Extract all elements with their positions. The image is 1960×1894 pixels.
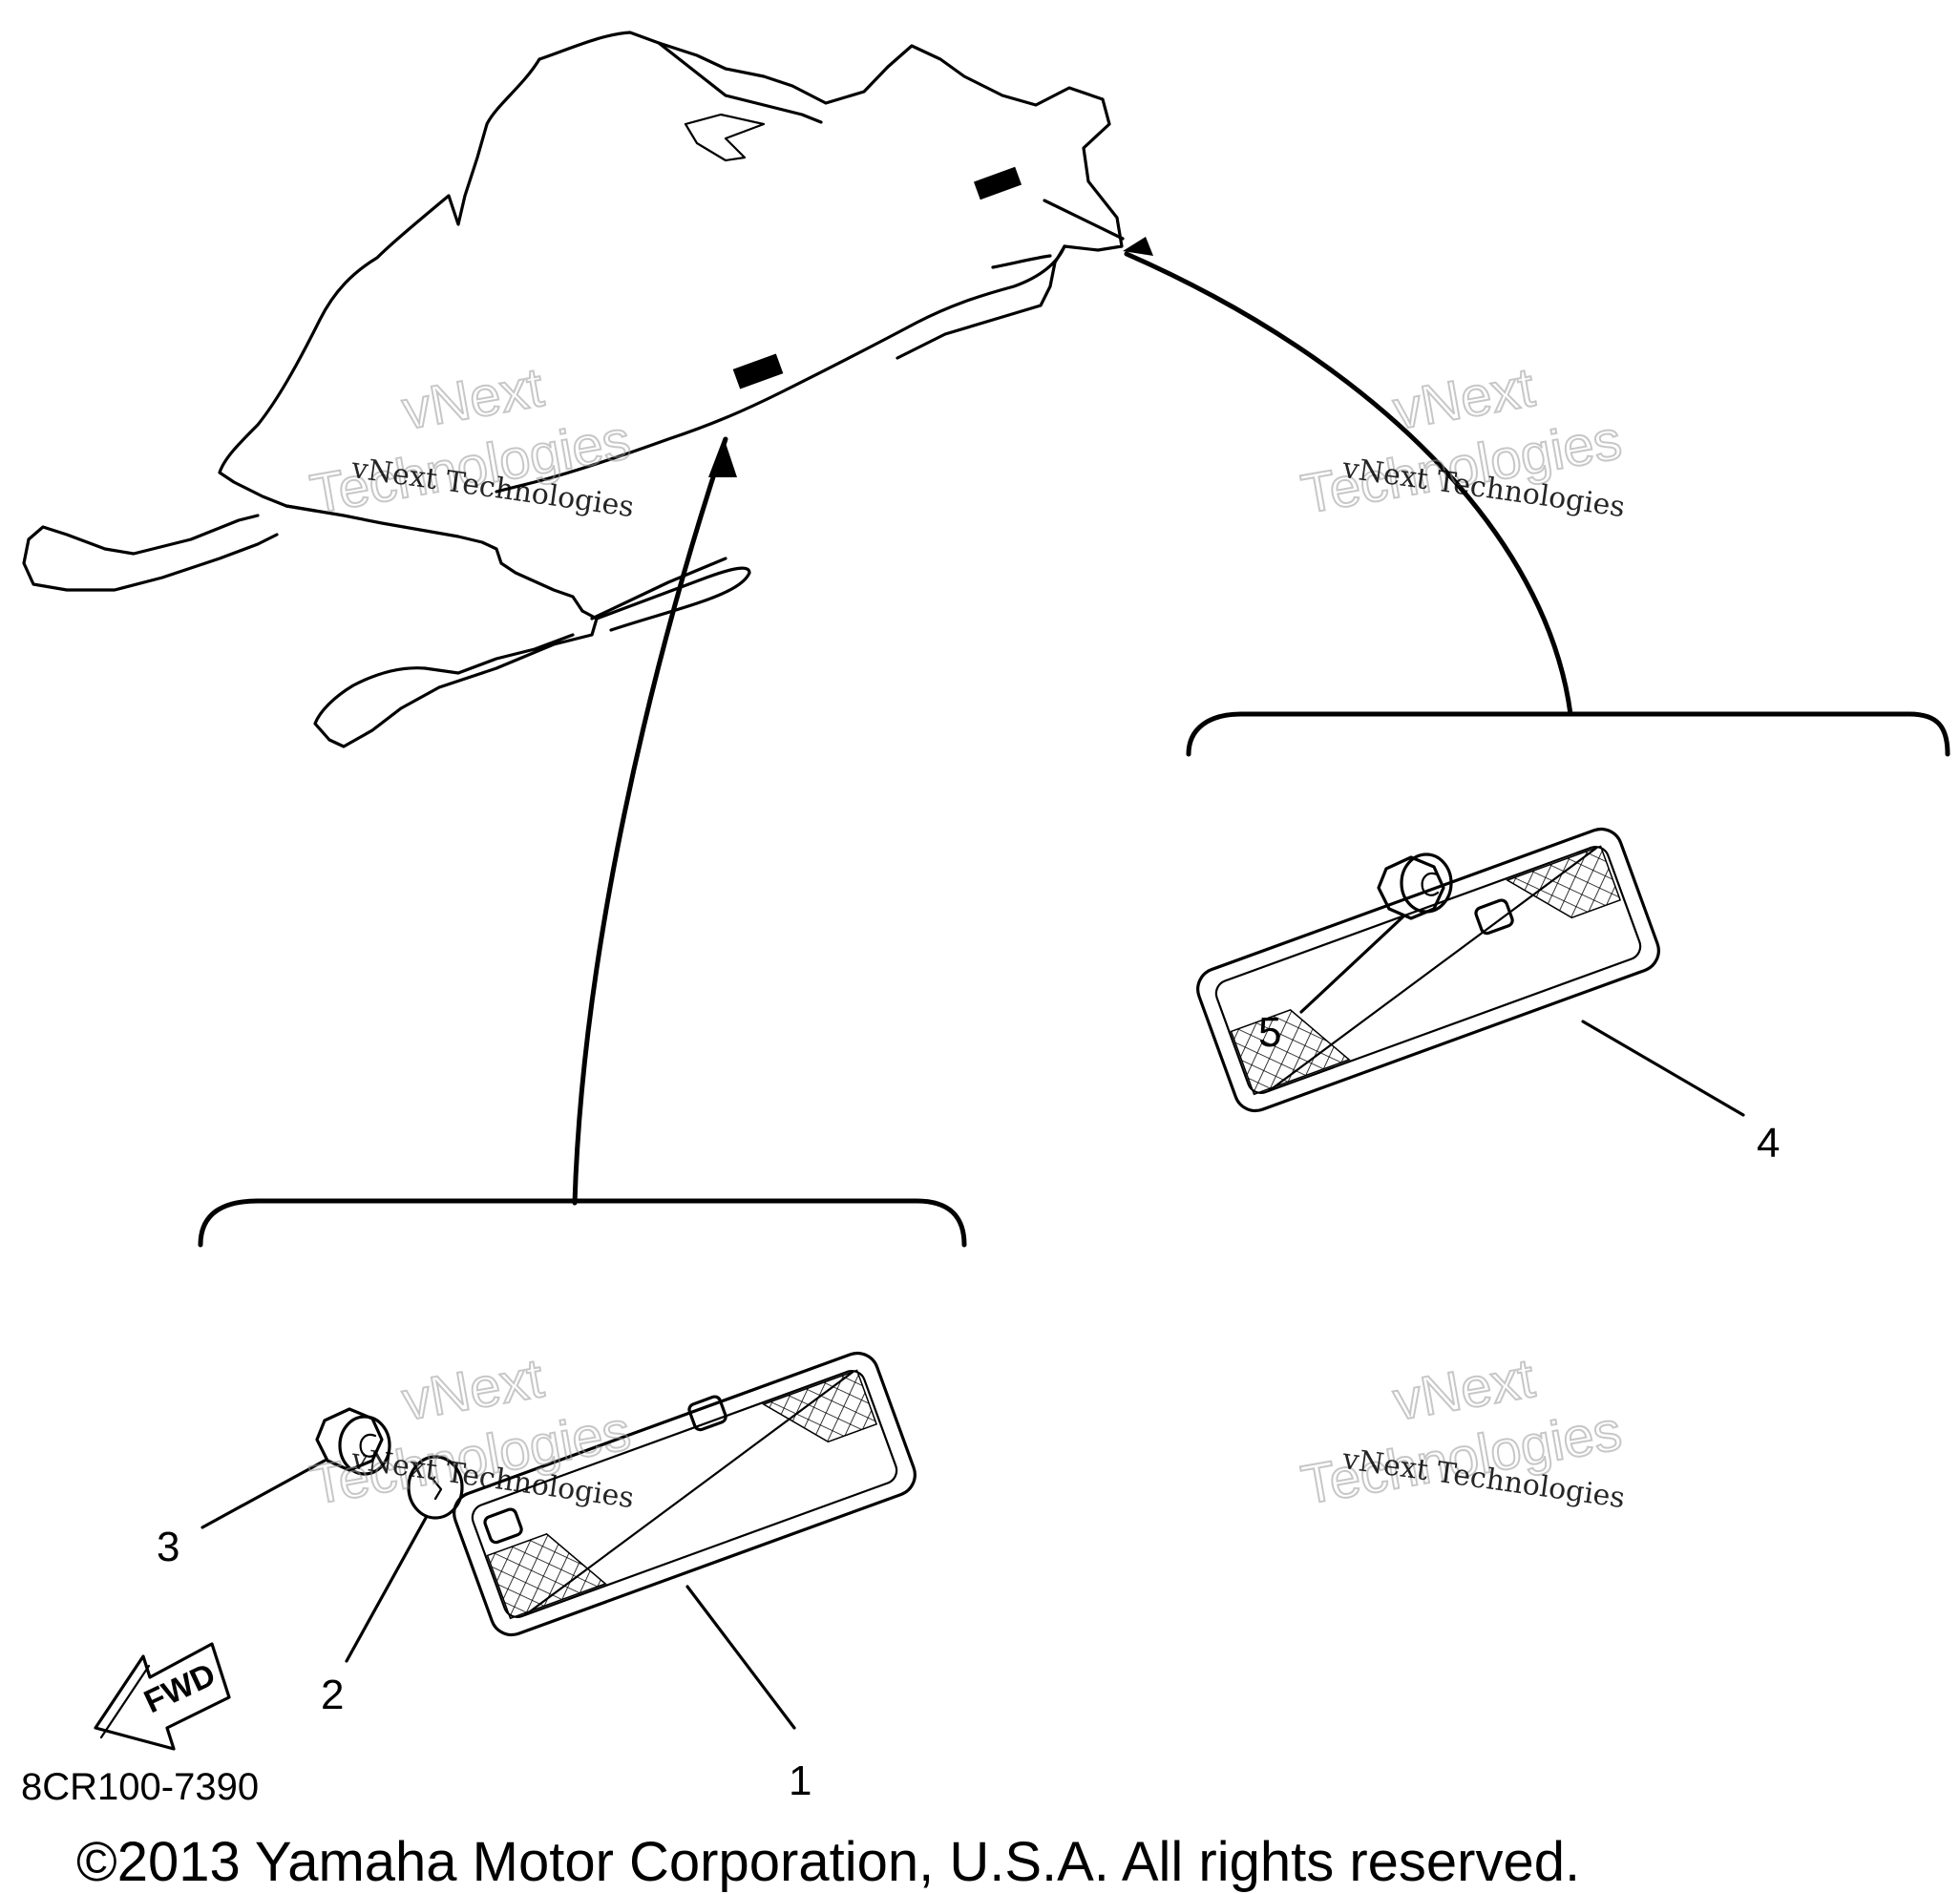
fwd-label: FWD [138, 1656, 221, 1720]
copyright-notice: ©2013 Yamaha Motor Corporation, U.S.A. A… [76, 1831, 1580, 1893]
callout-5: 5 [1258, 1009, 1281, 1056]
left-reflector-leader [572, 436, 737, 1206]
reflector-left [453, 1351, 917, 1637]
diagram-code: 8CR100-7390 [21, 1766, 259, 1808]
snowmobile-outline [22, 31, 1124, 748]
nut-right [1377, 852, 1453, 920]
callout-2: 2 [321, 1672, 344, 1718]
forward-arrow-icon: FWD [94, 1642, 231, 1751]
watermark-bottom-left: vNext Technologies vNext Technologies [305, 1346, 636, 1518]
right-detail-bracket [1186, 711, 1950, 757]
right-reflector-leader [1043, 199, 1573, 717]
callout-1: 1 [789, 1757, 811, 1804]
washer-left [407, 1455, 464, 1520]
reflector-right [1196, 827, 1660, 1113]
callout-4: 4 [1757, 1120, 1780, 1167]
watermark-top-right: vNext Technologies vNext Technologies [1296, 355, 1627, 527]
nut-left [315, 1407, 391, 1476]
callout-3: 3 [157, 1524, 179, 1570]
left-detail-bracket [198, 1198, 967, 1248]
watermark-bottom-right: vNext Technologies vNext Technologies [1296, 1346, 1627, 1518]
callout-leaders [200, 915, 1745, 1730]
watermark-top-left: vNext Technologies vNext Technologies [305, 355, 636, 527]
